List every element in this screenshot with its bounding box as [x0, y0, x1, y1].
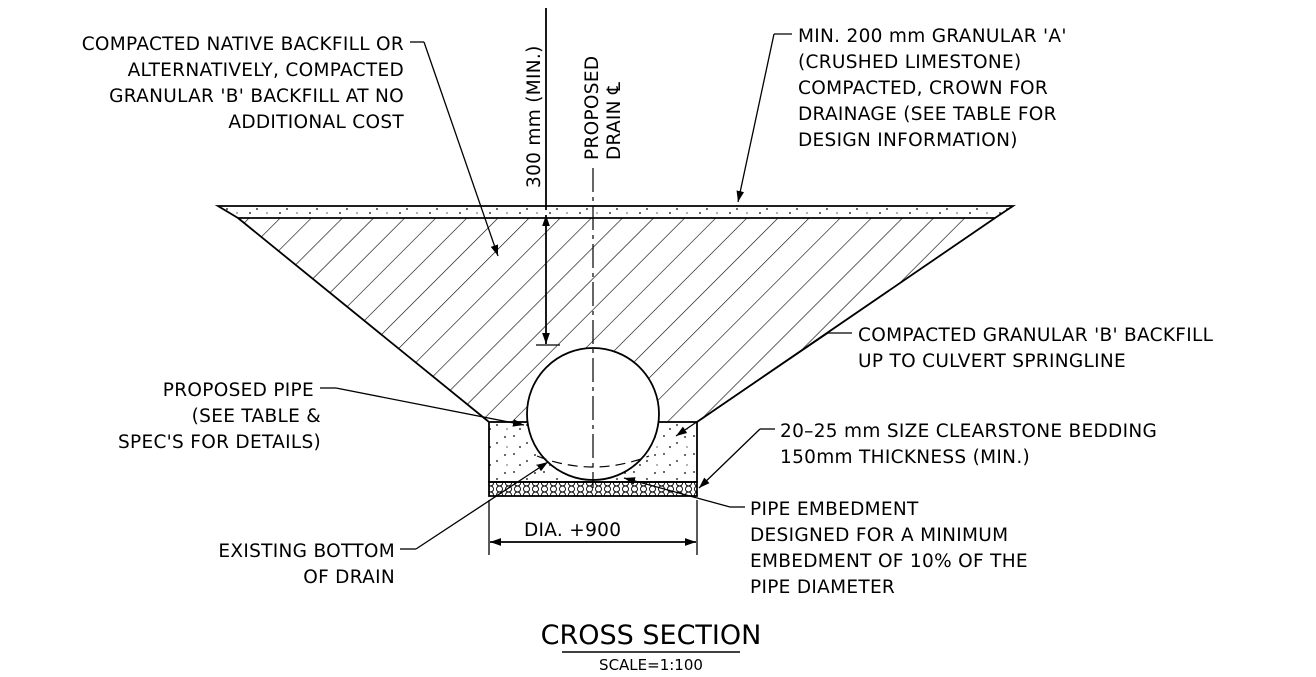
existing-bottom-line-1: EXISTING BOTTOM — [218, 541, 395, 562]
callout-proposed-pipe: PROPOSED PIPE (SEE TABLE & SPEC'S FOR DE… — [118, 380, 321, 453]
granular-a-line-1: MIN. 200 mm GRANULAR 'A' — [798, 26, 1067, 47]
drawing-scale: SCALE=1:100 — [599, 656, 703, 674]
proposed-pipe-line-2: (SEE TABLE & — [192, 406, 321, 427]
callout-granular-a: MIN. 200 mm GRANULAR 'A' (CRUSHED LIMEST… — [798, 26, 1067, 151]
width-dimension-label: DIA. +900 — [524, 520, 621, 541]
embedment-line-1: PIPE EMBEDMENT — [750, 499, 919, 520]
centerline-label-1: PROPOSED — [582, 56, 603, 160]
proposed-pipe-line-3: SPEC'S FOR DETAILS) — [118, 432, 321, 453]
cover-dimension: 300 mm (MIN.) — [524, 8, 560, 346]
embedment-line-2: DESIGNED FOR A MINIMUM — [750, 525, 1008, 546]
granular-a-layer — [214, 205, 1016, 219]
callout-existing-bottom: EXISTING BOTTOM OF DRAIN — [218, 541, 395, 588]
proposed-pipe-line-1: PROPOSED PIPE — [163, 380, 314, 401]
callout-granular-b: COMPACTED GRANULAR 'B' BACKFILL UP TO CU… — [858, 325, 1214, 372]
granular-a-line-2: (CRUSHED LIMESTONE) — [798, 52, 1021, 73]
leader-bedding — [698, 428, 775, 489]
drawing-title: CROSS SECTION — [541, 620, 762, 651]
leader-existing-bottom — [400, 461, 549, 550]
callout-embedment: PIPE EMBEDMENT DESIGNED FOR A MINIMUM EM… — [750, 499, 1028, 598]
callout-native-backfill: COMPACTED NATIVE BACKFILL OR ALTERNATIVE… — [82, 34, 404, 133]
embedment-line-4: PIPE DIAMETER — [750, 577, 895, 598]
leader-granular-a — [736, 33, 792, 203]
native-backfill-line-1: COMPACTED NATIVE BACKFILL OR — [82, 34, 404, 55]
embedment-line-3: EMBEDMENT OF 10% OF THE — [750, 551, 1028, 572]
width-dimension: DIA. +900 — [488, 500, 698, 555]
native-backfill-line-4: ADDITIONAL COST — [228, 112, 404, 133]
leader-embedment — [623, 477, 745, 508]
title-block: CROSS SECTION SCALE=1:100 — [541, 620, 762, 674]
leader-granular-b — [675, 332, 852, 437]
native-backfill-line-3: GRANULAR 'B' BACKFILL AT NO — [109, 86, 404, 107]
leader-proposed-pipe — [320, 387, 525, 427]
leader-native-backfill — [410, 41, 499, 257]
granular-a-line-3: COMPACTED, CROWN FOR — [798, 78, 1048, 99]
bedding-line-2: 150mm THICKNESS (MIN.) — [780, 447, 1030, 468]
callout-bedding: 20–25 mm SIZE CLEARSTONE BEDDING 150mm T… — [780, 421, 1157, 468]
granular-a-line-4: DRAINAGE (SEE TABLE FOR — [798, 104, 1057, 125]
cover-dimension-label: 300 mm (MIN.) — [524, 45, 545, 188]
granular-b-line-1: COMPACTED GRANULAR 'B' BACKFILL — [858, 325, 1214, 346]
granular-b-line-2: UP TO CULVERT SPRINGLINE — [858, 351, 1126, 372]
bedding-line-1: 20–25 mm SIZE CLEARSTONE BEDDING — [780, 421, 1157, 442]
granular-a-line-5: DESIGN INFORMATION) — [798, 130, 1018, 151]
native-backfill-line-2: ALTERNATIVELY, COMPACTED — [128, 60, 404, 81]
left-slope-line — [237, 217, 490, 423]
centerline-label-2: DRAIN ℄ — [604, 82, 625, 160]
trench-section — [214, 168, 1016, 497]
existing-bottom-line-2: OF DRAIN — [303, 567, 395, 588]
